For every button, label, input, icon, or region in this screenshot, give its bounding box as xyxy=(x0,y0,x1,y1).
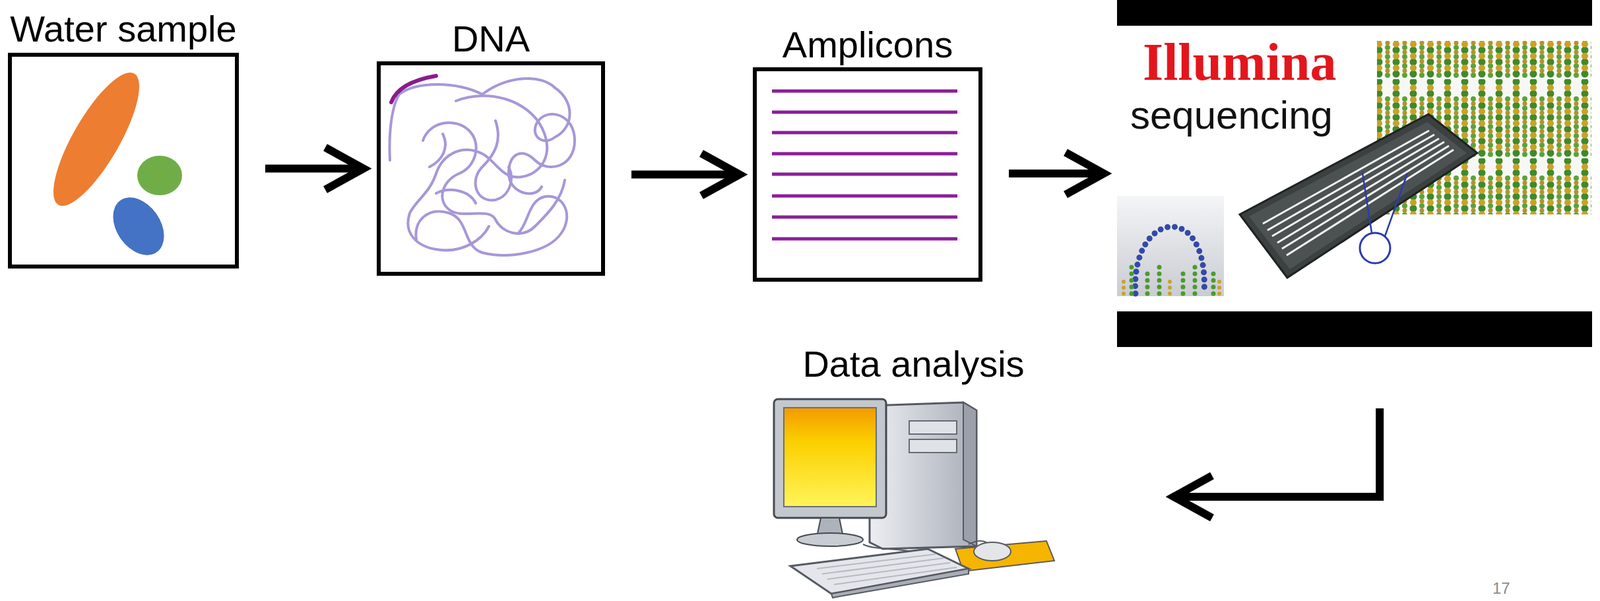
arrow-head xyxy=(1173,475,1213,518)
step-heading: Water sample xyxy=(9,7,237,51)
process-box: Water sample xyxy=(7,52,239,269)
text-holder: Amplicons xyxy=(782,23,953,66)
flow-arrow xyxy=(1173,408,1380,518)
panel-subtitle: sequencing xyxy=(1130,92,1333,138)
arrow-shaft xyxy=(1008,169,1102,178)
arrow-head xyxy=(325,147,364,191)
step-heading: Data analysis xyxy=(802,343,1024,386)
process-box: Amplicons xyxy=(752,67,983,282)
arrow-shaft xyxy=(1176,408,1380,497)
arrow-shaft xyxy=(265,164,361,173)
amplicon-lines xyxy=(771,91,958,239)
arrow-head xyxy=(1065,152,1104,195)
text-holder: Illumina xyxy=(1142,31,1337,93)
illumina-picture xyxy=(1117,0,1593,348)
picture-node: Illuminasequencing xyxy=(1117,0,1593,348)
text-holder: Data analysis xyxy=(802,343,1024,386)
organisms xyxy=(38,62,183,265)
computer-icon xyxy=(773,399,1055,598)
step-heading: DNA xyxy=(451,17,530,61)
arrow-head xyxy=(701,153,740,196)
flow-arrow xyxy=(631,153,740,196)
text-holder: DNA xyxy=(451,17,530,61)
page-number: 17 xyxy=(1492,579,1511,598)
dna-tangle xyxy=(389,75,575,256)
arrow-shaft xyxy=(631,170,737,179)
flow-arrow xyxy=(265,147,364,191)
brand-title: Illumina xyxy=(1142,31,1337,93)
text-holder: sequencing xyxy=(1130,92,1333,138)
process-box: DNA xyxy=(376,61,606,276)
text-holder: Water sample xyxy=(9,7,237,51)
picture-node: Data analysis xyxy=(770,395,1057,598)
flow-arrow xyxy=(1008,152,1104,195)
step-heading: Amplicons xyxy=(782,23,953,66)
